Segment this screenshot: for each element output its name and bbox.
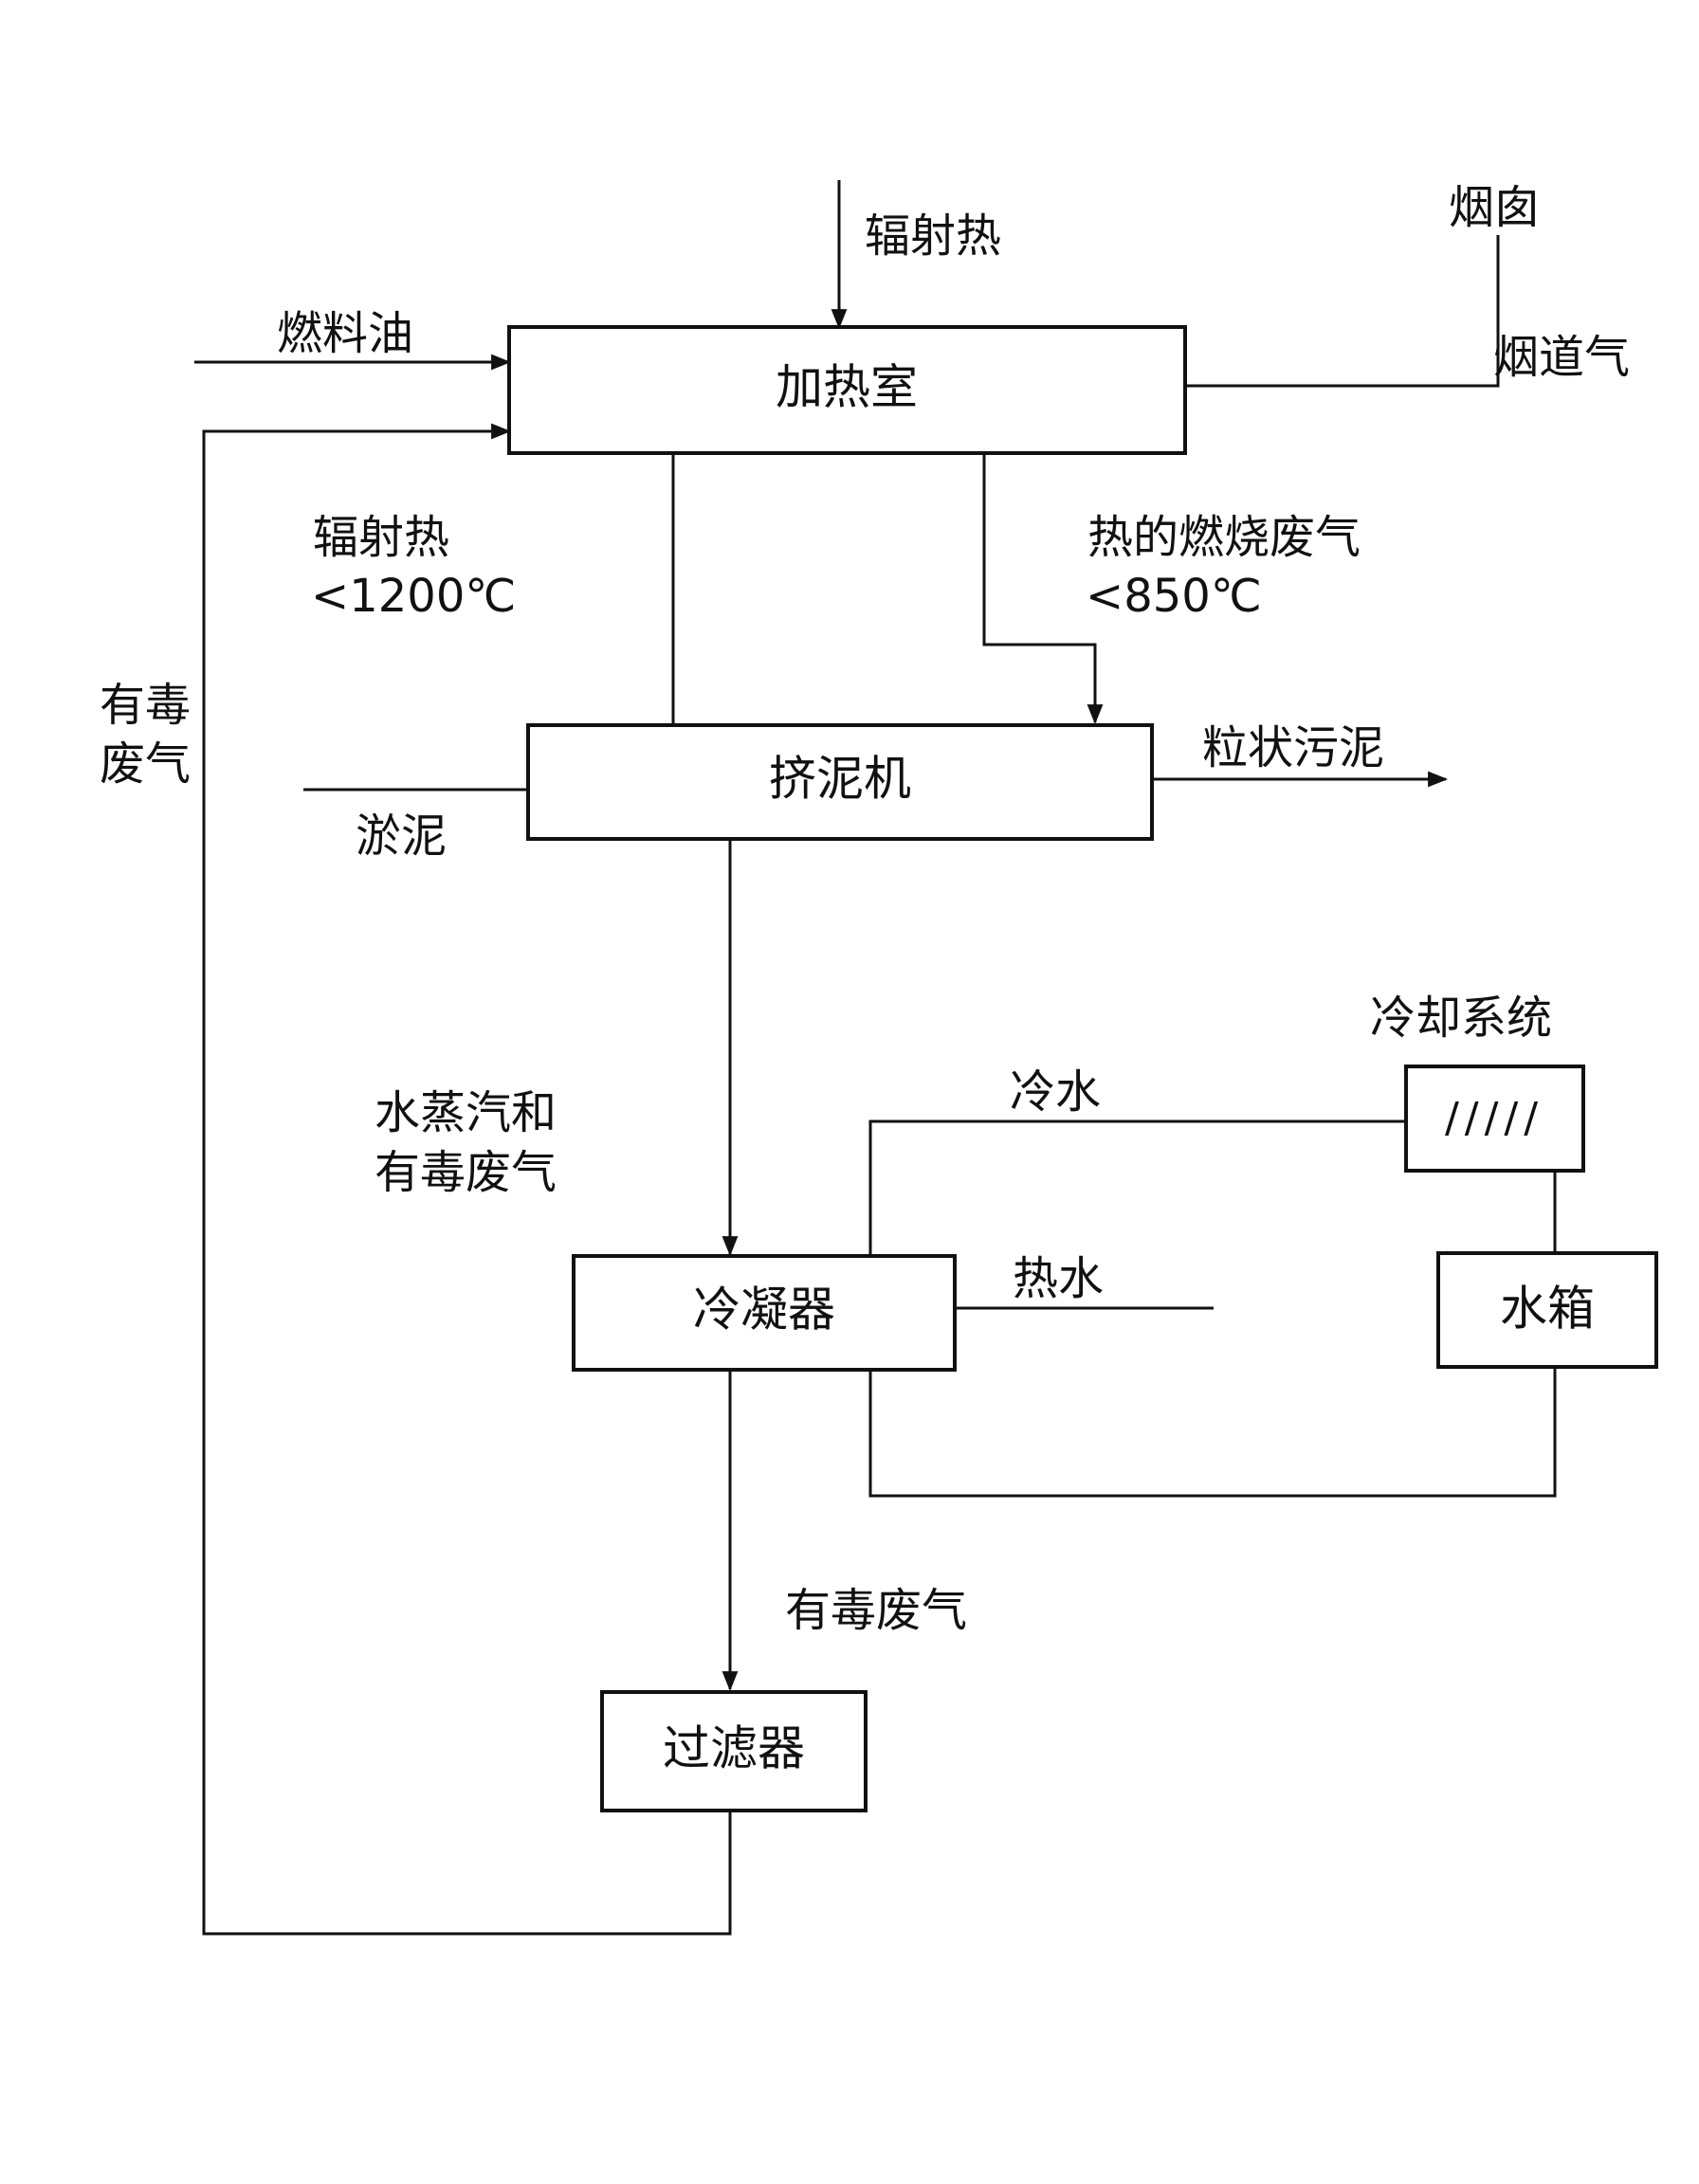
radiant-heat-mid-label: 辐射热: [313, 511, 449, 564]
condenser-box: 冷凝器: [572, 1254, 957, 1372]
exhaust-temp-label: <850℃: [1086, 570, 1262, 623]
toxic-gas-left-label-1: 有毒: [100, 679, 191, 732]
cold-water-label: 冷水: [1010, 1065, 1101, 1119]
steam-toxic-label-1: 水蒸汽和: [375, 1086, 557, 1139]
cold-water-line: [868, 1119, 1406, 1256]
hot-water-label: 热水: [1013, 1252, 1104, 1305]
hot-exhaust-label: 热的燃烧废气: [1087, 511, 1361, 564]
toxic-gas-left-label-2: 废气: [100, 737, 191, 791]
toxic-gas-bottom-label: 有毒废气: [785, 1584, 967, 1637]
condenser-label: 冷凝器: [693, 1283, 835, 1338]
hot-exhaust-line: [982, 453, 1104, 725]
cooling-system-label: 冷却系统: [1370, 992, 1552, 1045]
heating-room-box: 加热室: [507, 325, 1187, 455]
sludge-label: 淤泥: [356, 810, 447, 863]
return-water-line: [868, 1367, 1557, 1498]
granular-sludge-label: 粒状污泥: [1202, 721, 1384, 774]
extruder-box: 挤泥机: [526, 723, 1154, 841]
flue-gas-label: 烟道气: [1493, 331, 1630, 384]
steam-toxic-label-2: 有毒废气: [375, 1146, 557, 1199]
flue-gas-line: [1185, 235, 1500, 388]
toxic-gas-recycle-line: [202, 423, 732, 1936]
filter-label: 过滤器: [663, 1721, 805, 1776]
cooling-unit-box: /////: [1404, 1065, 1585, 1173]
cooling-unit-hatch: /////: [1445, 1094, 1544, 1142]
extruder-label: 挤泥机: [769, 752, 911, 807]
fuel-oil-label: 燃料油: [277, 307, 413, 360]
water-tank-label: 水箱: [1500, 1282, 1595, 1337]
water-tank-box: 水箱: [1436, 1251, 1658, 1369]
radiant-heat-top-label: 辐射热: [865, 209, 1001, 263]
filter-box: 过滤器: [600, 1690, 868, 1812]
heating-room-label: 加热室: [776, 360, 918, 415]
radiant-temp-label: <1200℃: [311, 570, 516, 623]
chimney-label: 烟囱: [1449, 181, 1540, 234]
